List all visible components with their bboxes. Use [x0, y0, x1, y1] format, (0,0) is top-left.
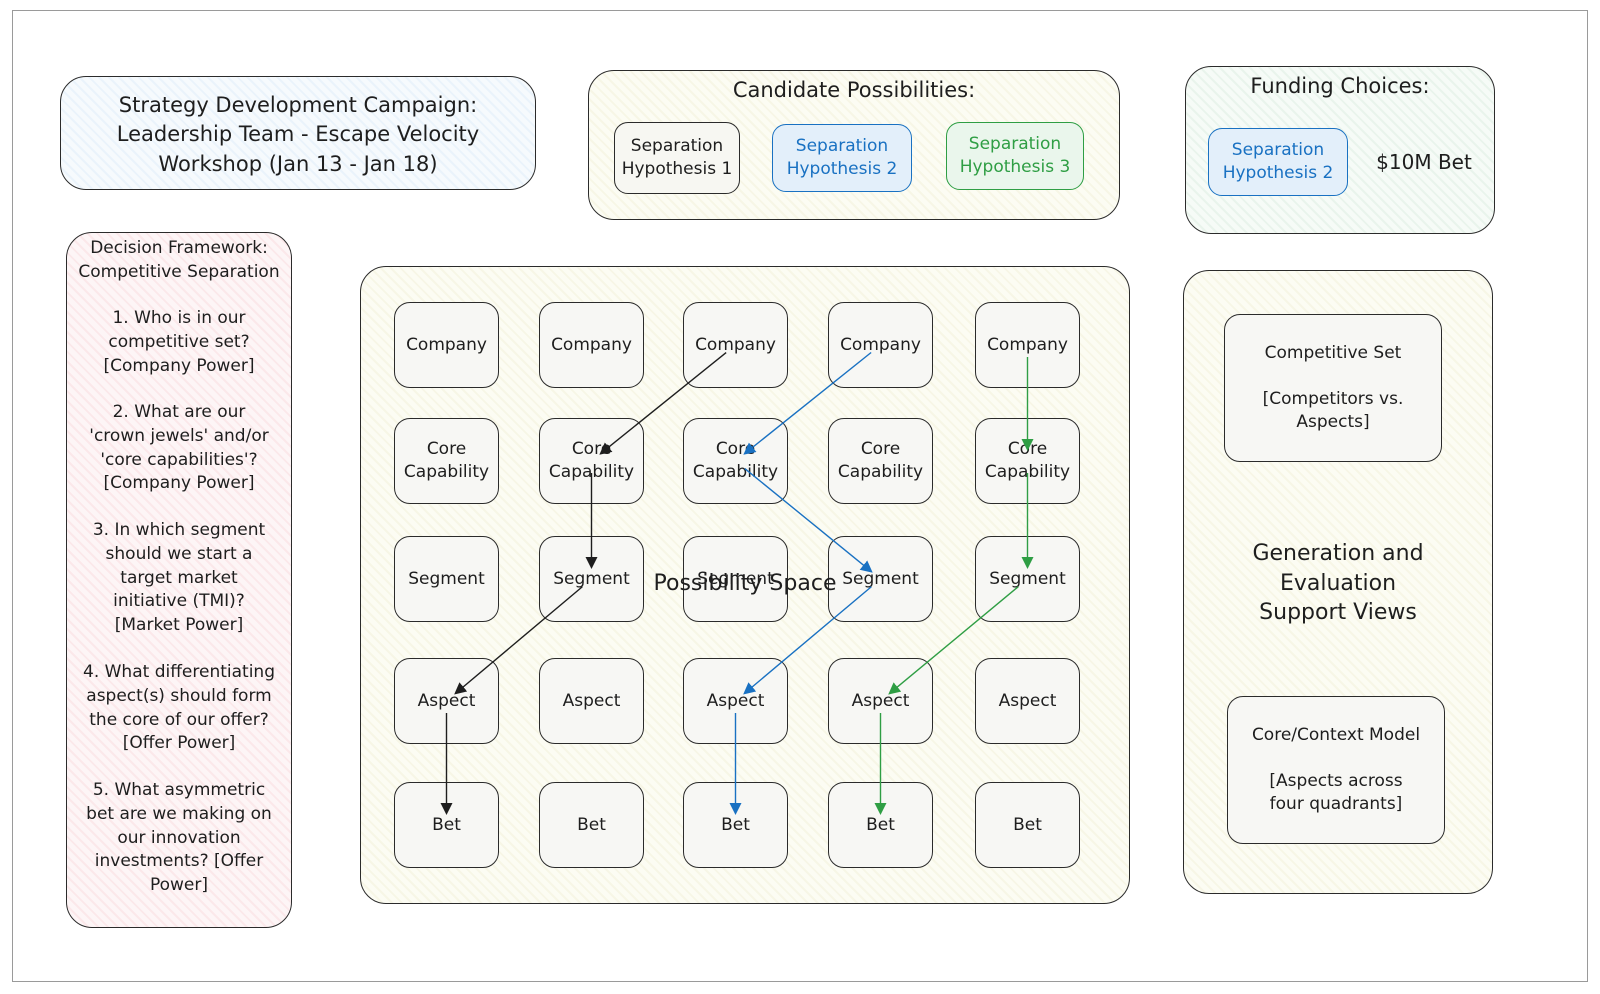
- blue-path-arrow-1: [743, 351, 872, 455]
- candidate-hypothesis-2[interactable]: Separation Hypothesis 2: [772, 124, 912, 192]
- candidate-possibilities-title: Candidate Possibilities:: [732, 78, 976, 102]
- aspect-card-5[interactable]: Aspect: [975, 658, 1080, 744]
- support-views-heading: Generation and Evaluation Support Views: [1252, 541, 1424, 626]
- aspect-card-2[interactable]: Aspect: [539, 658, 644, 744]
- question-4: 4. What differentiating aspect(s) should…: [83, 662, 275, 754]
- question-5: 5. What asymmetric bet are we making on …: [86, 780, 272, 896]
- segment-card-1[interactable]: Segment: [394, 536, 499, 622]
- blue-path-arrow-2: [744, 468, 873, 573]
- black-path-arrow-3: [454, 586, 583, 695]
- bet-card-2[interactable]: Bet: [539, 782, 644, 868]
- blue-path-arrow-3: [743, 586, 872, 695]
- candidate-hypothesis-1[interactable]: Separation Hypothesis 1: [614, 122, 740, 194]
- title-text: Strategy Development Campaign: Leadershi…: [116, 93, 480, 176]
- possibility-space-label: Possibility Space: [653, 571, 837, 596]
- segment-card-3[interactable]: Segment: [683, 536, 788, 622]
- company-card-2[interactable]: Company: [539, 302, 644, 388]
- title-box: Strategy Development Campaign: Leadershi…: [60, 76, 536, 190]
- company-card-5[interactable]: Company: [975, 302, 1080, 388]
- green-path-arrow-3: [888, 586, 1019, 695]
- funding-choices-title: Funding Choices:: [1250, 74, 1430, 98]
- core-context-model-card[interactable]: Core/Context Model [Aspects across four …: [1227, 696, 1445, 844]
- question-2: 2. What are our 'crown jewels' and/or 'c…: [89, 402, 269, 494]
- question-3: 3. In which segment should we start a ta…: [92, 520, 266, 636]
- decision-framework-panel: Decision Framework: Competitive Separati…: [66, 232, 292, 928]
- bet-card-5[interactable]: Bet: [975, 782, 1080, 868]
- funding-bet-amount: $10M Bet: [1376, 150, 1472, 174]
- black-path-arrow-1: [599, 351, 727, 455]
- core-capability-card-1[interactable]: Core Capability: [394, 418, 499, 504]
- funding-hypothesis-2[interactable]: Separation Hypothesis 2: [1208, 128, 1348, 196]
- canvas-frame: [12, 10, 1588, 982]
- company-card-1[interactable]: Company: [394, 302, 499, 388]
- candidate-hypothesis-3[interactable]: Separation Hypothesis 3: [946, 122, 1084, 190]
- core-capability-card-4[interactable]: Core Capability: [828, 418, 933, 504]
- competitive-set-card[interactable]: Competitive Set [Competitors vs. Aspects…: [1224, 314, 1442, 462]
- decision-framework-title: Decision Framework: Competitive Separati…: [78, 238, 280, 282]
- question-1: 1. Who is in our competitive set? [Compa…: [103, 308, 255, 376]
